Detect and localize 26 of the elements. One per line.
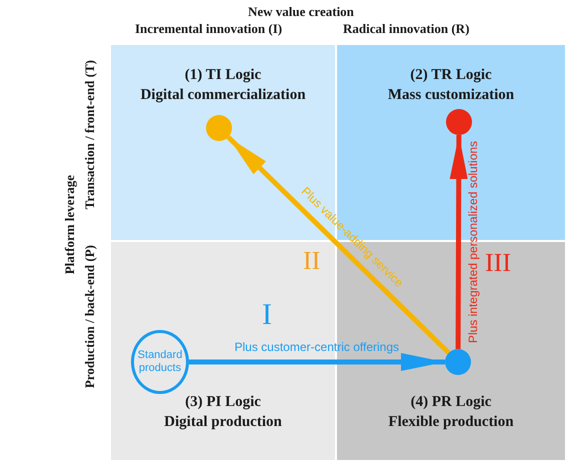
quadrant-subtitle: Mass customization	[386, 86, 516, 105]
quadrant-title: (3) PI Logic	[184, 393, 262, 412]
quadrant-title: (4) PR Logic	[410, 393, 492, 412]
dot-node	[445, 349, 471, 375]
arrow	[226, 135, 450, 355]
axis-label: New value creation	[248, 4, 354, 20]
arrow	[189, 353, 445, 371]
roman-numeral: I	[262, 298, 272, 332]
roman-numeral: III	[485, 248, 511, 278]
quadrant-subtitle: Digital production	[163, 413, 283, 432]
axis-label: Production / back-end (P)	[82, 245, 98, 388]
dot-node	[206, 115, 232, 141]
axis-label: Transaction / front-end (T)	[82, 60, 98, 210]
roman-numeral: II	[303, 246, 320, 276]
axis-label: Radical innovation (R)	[343, 21, 470, 37]
quadrant-title: (1) TI Logic	[184, 66, 262, 85]
quadrant-subtitle: Flexible production	[387, 413, 515, 432]
edge-label: Plus customer-centric offerings	[234, 340, 400, 354]
axis-label: Incremental innovation (I)	[135, 21, 282, 37]
quadrant-title: (2) TR Logic	[409, 66, 493, 85]
arrow	[450, 134, 468, 350]
axis-label: Platform leverage	[62, 175, 78, 274]
quadrant-subtitle: Digital commercialization	[139, 86, 307, 105]
circle-node: Standard products	[131, 330, 189, 394]
dot-node	[446, 109, 472, 135]
edge-label: Plus integrated personalized solutions	[466, 140, 480, 344]
